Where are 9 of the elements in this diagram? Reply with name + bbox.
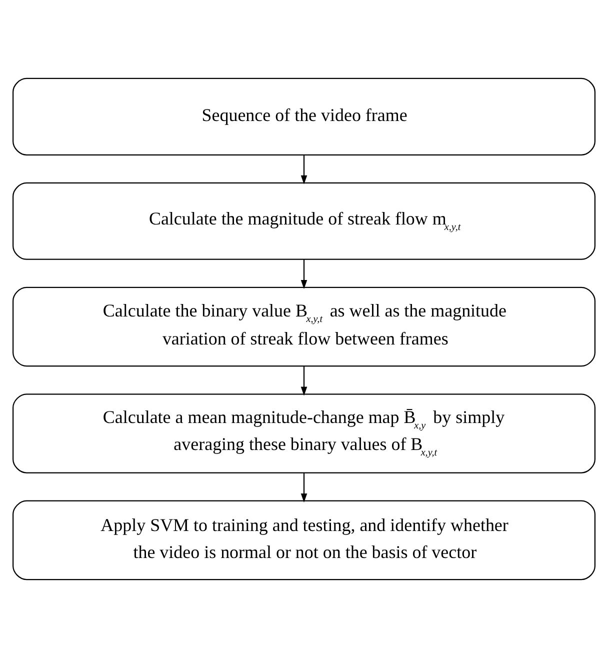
- arrow: [300, 259, 308, 289]
- node-box: Calculate the magnitude of streak flow m$_{x,y,t}$: [12, 182, 596, 260]
- node-box: Sequence of the video frame: [12, 77, 596, 155]
- node-box: Apply SVM to training and testing, and identify whether the video is normal or not on the basis of vector: [12, 500, 596, 580]
- node-box: Calculate the binary value B$_{x,y,t}$ as well as the magnitude variation of streak flow between frames: [12, 286, 596, 366]
- node-box: Calculate a mean magnitude-change map B̄$_{x,y}$ by simply averaging these binary values of B$_{x,y,t}$: [12, 393, 596, 473]
- arrow: [300, 366, 308, 396]
- arrow: [300, 154, 308, 184]
- arrow: [300, 472, 308, 502]
